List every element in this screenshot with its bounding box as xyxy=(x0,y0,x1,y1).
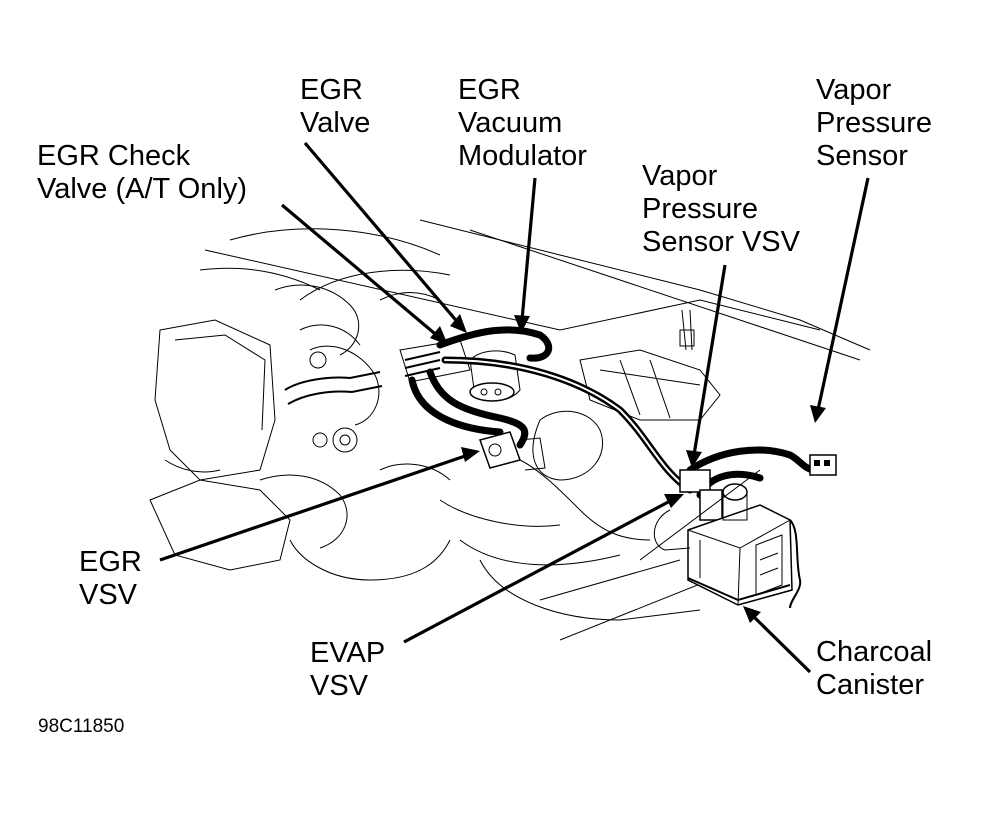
leader-egr-valve xyxy=(303,141,462,327)
label-vapor-pressure-sensor: Vapor Pressure Sensor xyxy=(816,74,932,173)
arrowhead-vapor-pressure-sensor-vsv xyxy=(686,450,702,468)
leader-egr-vacuum-modulator xyxy=(520,177,537,321)
arrowhead-egr-vsv xyxy=(461,447,480,462)
label-egr-vsv: EGR VSV xyxy=(79,546,142,612)
label-vapor-pressure-sensor-line-2: Pressure xyxy=(816,107,933,139)
label-charcoal-canister-line-2: Canister xyxy=(816,669,924,701)
label-egr-vacuum-modulator-line-3: Modulator xyxy=(458,140,587,172)
label-egr-vacuum-modulator: EGR Vacuum Modulator xyxy=(458,74,587,173)
label-egr-vacuum-modulator-line-1: EGR xyxy=(458,74,521,106)
label-vapor-pressure-sensor-vsv-line-3: Sensor VSV xyxy=(642,226,800,258)
leader-evap-vsv xyxy=(403,498,673,644)
leader-egr-check-valve xyxy=(280,203,442,340)
figure-id: 98C11850 xyxy=(38,716,125,737)
leader-egr-vsv xyxy=(159,453,469,562)
arrowhead-charcoal-canister xyxy=(743,606,761,623)
label-egr-valve-line-1: EGR xyxy=(300,74,363,106)
arrowhead-vapor-pressure-sensor xyxy=(810,405,826,423)
leader-lines xyxy=(159,141,870,674)
label-vapor-pressure-sensor-vsv: Vapor Pressure Sensor VSV xyxy=(642,160,800,259)
leader-vapor-pressure-sensor-vsv xyxy=(692,264,727,456)
engine-line-art xyxy=(149,219,871,641)
label-evap-vsv: EVAP VSV xyxy=(310,637,385,703)
label-vapor-pressure-sensor-vsv-line-2: Pressure xyxy=(642,193,759,225)
label-egr-check-valve: EGR Check Valve (A/T Only) xyxy=(37,140,247,206)
label-charcoal-canister-line-1: Charcoal xyxy=(816,636,933,668)
leader-vapor-pressure-sensor xyxy=(816,177,870,411)
label-vapor-pressure-sensor-line-1: Vapor xyxy=(816,74,892,106)
arrowhead-egr-valve xyxy=(450,314,467,333)
arrowhead-egr-check-valve xyxy=(430,326,448,345)
label-egr-vsv-line-2: VSV xyxy=(79,579,138,611)
label-vapor-pressure-sensor-line-3: Sensor xyxy=(816,140,908,172)
label-egr-valve-line-2: Valve xyxy=(300,107,371,139)
arrowhead-evap-vsv xyxy=(664,494,684,508)
arrowhead-egr-vacuum-modulator xyxy=(514,315,530,333)
label-vapor-pressure-sensor-vsv-line-1: Vapor xyxy=(642,160,718,192)
label-egr-valve: EGR Valve xyxy=(300,74,370,140)
label-egr-vsv-line-1: EGR xyxy=(79,546,142,578)
label-evap-vsv-line-2: VSV xyxy=(310,670,369,702)
label-evap-vsv-line-1: EVAP xyxy=(310,637,386,669)
label-egr-check-valve-line-2: Valve (A/T Only) xyxy=(37,173,248,205)
label-egr-check-valve-line-1: EGR Check xyxy=(37,140,191,172)
leader-charcoal-canister xyxy=(750,613,812,674)
label-egr-vacuum-modulator-line-2: Vacuum xyxy=(458,107,563,139)
label-charcoal-canister: Charcoal Canister xyxy=(816,636,932,702)
